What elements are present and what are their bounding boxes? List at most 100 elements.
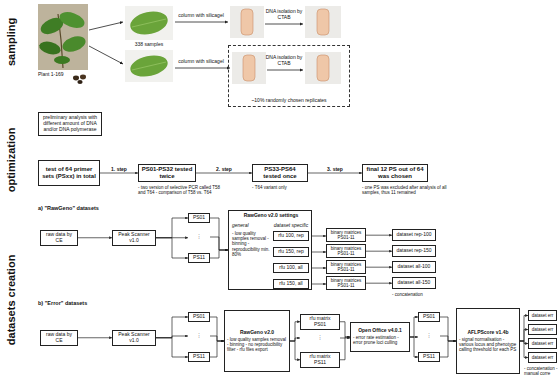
box-text: ~10% randomly chosen replicates [251, 98, 326, 104]
ellipsis-node: ⋮ [188, 331, 210, 341]
note-label: - T64 variant only [252, 185, 332, 190]
box-text: PS01 [193, 314, 205, 320]
box-text: Peak Scanner v1.0 [115, 232, 153, 244]
process-box: dataset rep-100 [392, 229, 436, 241]
flow-arrow [290, 338, 300, 341]
box-text: raw data by CE [43, 232, 75, 244]
process-box: preliminary analysis with different amou… [38, 112, 102, 136]
box-text: binary matrices PS01-11 [329, 230, 363, 240]
box-detail: - signal normalisation - various locus a… [459, 337, 517, 353]
process-box: final 12 PS out of 64 was chosen [362, 164, 428, 182]
box-text: Peak Scanner v1.0 [115, 332, 153, 344]
box-text: ⋮ [318, 335, 323, 341]
seed-photo [73, 75, 86, 84]
box-text: dataset err [532, 355, 554, 360]
sampling-arrow [89, 22, 303, 70]
note-label: DNA isolation by CTAB [265, 9, 303, 21]
box-text: Open Office v4.0.1 [358, 328, 402, 334]
process-box: PS01 [188, 312, 210, 322]
edge-label: 3. step [326, 166, 344, 172]
process-box: Peak Scanner v1.0 [112, 330, 156, 346]
flow-arrow [210, 341, 224, 357]
box-text: dataset all-100 [398, 264, 431, 270]
process-box: dataset err [528, 310, 557, 321]
box-text: preliminary analysis with different amou… [41, 115, 99, 132]
flow-arrow [210, 317, 224, 341]
flow-arrow [520, 341, 528, 358]
note-label: column with silicagel [175, 13, 227, 19]
flow-arrow [366, 283, 392, 284]
ellipsis-node: ⋮ [188, 232, 210, 242]
process-box: RawGeno v2.0 settingsgeneraldataset spec… [228, 210, 312, 290]
flow-arrow [290, 322, 300, 341]
box-text: ⋮ [197, 234, 202, 240]
flow-arrow [210, 237, 228, 250]
process-box: PS11 [188, 352, 210, 362]
flow-arrow [156, 317, 188, 338]
flow-arrow [210, 250, 228, 258]
note-label: - two version of selective PCR called T5… [138, 185, 226, 195]
process-box: PS11 [418, 352, 440, 362]
process-box: Peak Scanner v1.0 [112, 230, 156, 246]
process-box: dataset err [528, 324, 557, 335]
flow-arrow [520, 330, 528, 342]
process-box: PS01-PS32 tested twice [138, 164, 196, 182]
flow-arrow [196, 173, 252, 174]
ellipsis-node: ⋮ [418, 331, 440, 341]
process-box: binary matrices PS01-11 [326, 228, 366, 242]
process-box: rfu 100, rep [273, 231, 309, 241]
process-box: dataset err [528, 338, 557, 349]
section-label: optimization [5, 120, 19, 200]
process-box: rfu matrix PS01 [300, 314, 340, 330]
box-text: binary matrices PS01-11 [329, 278, 363, 288]
box-text: binary matrices PS01-11 [329, 246, 363, 256]
note-label: DNA isolation by CTAB [265, 55, 303, 67]
box-text: test of 64 primer sets (PSxx) in total [41, 166, 97, 180]
process-box: test of 64 primer sets (PSxx) in total [38, 160, 100, 186]
flow-arrow [290, 341, 300, 360]
box-text: PS11 [193, 255, 205, 261]
box-text: PS01 [423, 314, 435, 320]
process-box: raw data by CE [40, 330, 78, 346]
flow-arrow [78, 237, 112, 238]
note-label: b) "Error" datasets [38, 300, 138, 306]
box-text: final 12 PS out of 64 was chosen [365, 166, 425, 180]
box-text: dataset rep-100 [396, 232, 431, 238]
flow-arrow [156, 238, 188, 258]
box-text: dataset err [532, 313, 554, 318]
box-detail: - low quality samples removal - binning … [232, 231, 270, 257]
flow-arrow [366, 235, 392, 236]
box-detail: general [232, 223, 268, 229]
box-text: rfu 100, rep [278, 233, 304, 239]
process-box: AFLPScore v1.4b- signal normalisation - … [456, 308, 520, 374]
process-box: rfu 150, rep [273, 247, 309, 257]
leaf-sample-photo [125, 6, 173, 82]
process-box: rfu 150, all [273, 279, 309, 289]
process-box: rfu 100, all [273, 263, 309, 273]
flow-arrow [156, 218, 188, 238]
process-box: dataset err [528, 352, 557, 363]
box-text: dataset rep-150 [396, 248, 431, 254]
process-box: Open Office v4.0.1- error rate estimatio… [350, 322, 410, 352]
section-label: sampling [5, 7, 19, 77]
note-label: a) "RawGeno" datasets [38, 205, 138, 211]
box-text: PS01-PS32 tested twice [141, 166, 193, 180]
box-text: rfu matrix PS01 [303, 316, 337, 328]
process-box: dataset all-150 [392, 277, 436, 289]
note-label: 338 samples [125, 42, 173, 48]
note-label: - one PS was excluded after analysis of … [362, 185, 462, 195]
flow-arrow [410, 337, 418, 357]
flow-arrow [210, 336, 224, 341]
process-box: binary matrices PS01-11 [326, 260, 366, 274]
ellipsis-node: ⋮ [300, 333, 340, 343]
process-box: rfu matrix PS11 [300, 352, 340, 368]
process-box: dataset all-100 [392, 261, 436, 273]
flow-arrow [440, 336, 456, 341]
box-text: PS11 [193, 354, 205, 360]
box-text: ⋮ [197, 333, 202, 339]
note-label: - concatenation - manual corre [524, 366, 558, 376]
box-text: PS33-PS64 tested once [255, 166, 305, 180]
process-box: PS01 [418, 312, 440, 322]
flow-arrow [340, 337, 350, 360]
